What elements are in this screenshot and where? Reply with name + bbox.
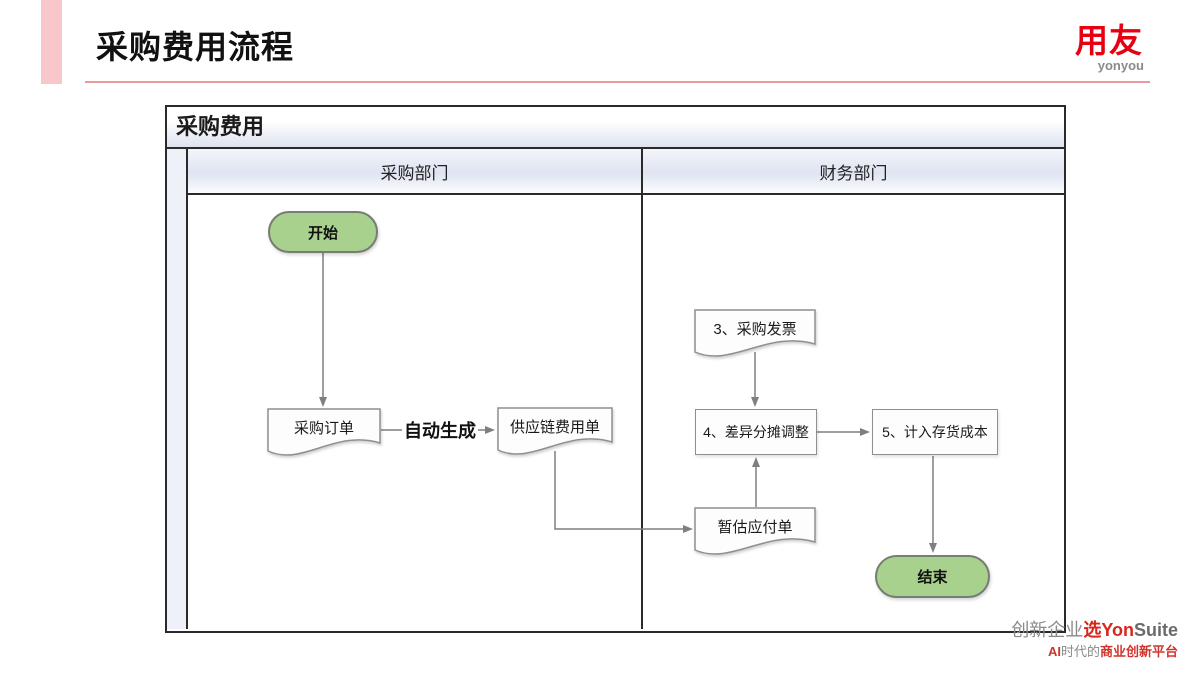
start-node: 开始 — [268, 211, 378, 253]
lane-finance: 财务部门 — [643, 149, 1064, 629]
footer-line2-ai: AI — [1047, 644, 1061, 659]
title-underline — [85, 81, 1150, 83]
lane-finance-header: 财务部门 — [643, 149, 1064, 195]
footer-line2-red-suffix: 商业创新平台 — [1099, 644, 1178, 659]
footer-line2-gray: 时代的 — [1060, 644, 1100, 659]
pool-side-strip — [167, 149, 188, 629]
footer-line1-red-latin: Yon — [1101, 620, 1134, 640]
estimated-payable-label: 暂估应付单 — [717, 518, 793, 536]
footer-line1-dark-latin: Suite — [1133, 620, 1178, 640]
accent-bar — [41, 0, 62, 84]
purchase-invoice-label: 3、采购发票 — [713, 320, 797, 338]
auto-generate-edge-label: 自动生成 — [402, 419, 478, 441]
lane-procurement: 采购部门 — [188, 149, 643, 629]
footer-slogan-line2: AI时代的商业创新平台 — [1011, 642, 1178, 662]
inventory-cost-node: 5、计入存货成本 — [872, 409, 998, 455]
end-node: 结束 — [875, 555, 990, 598]
footer-slogan-line1: 创新企业选YonSuite — [1011, 620, 1178, 640]
variance-allocation-node: 4、差异分摊调整 — [695, 409, 817, 455]
page-title: 采购费用流程 — [96, 29, 295, 65]
yonyou-logo-subtext: yonyou — [1097, 58, 1144, 73]
footer-slogan: 创新企业选YonSuite AI时代的商业创新平台 — [1011, 620, 1178, 662]
supply-chain-expense-label: 供应链费用单 — [509, 418, 600, 436]
pool-title: 采购费用 — [167, 107, 1064, 149]
lane-procurement-header: 采购部门 — [188, 149, 641, 195]
footer-line1-gray: 创新企业 — [1011, 620, 1084, 640]
yonyou-logo: 用友 yonyou — [1074, 22, 1144, 74]
footer-line1-red-cn: 选 — [1083, 620, 1102, 640]
purchase-order-label: 采购订单 — [293, 419, 354, 437]
flowchart-pool: 采购费用 采购部门 财务部门 — [165, 105, 1066, 633]
yonyou-logo-text: 用友 — [1075, 22, 1143, 59]
